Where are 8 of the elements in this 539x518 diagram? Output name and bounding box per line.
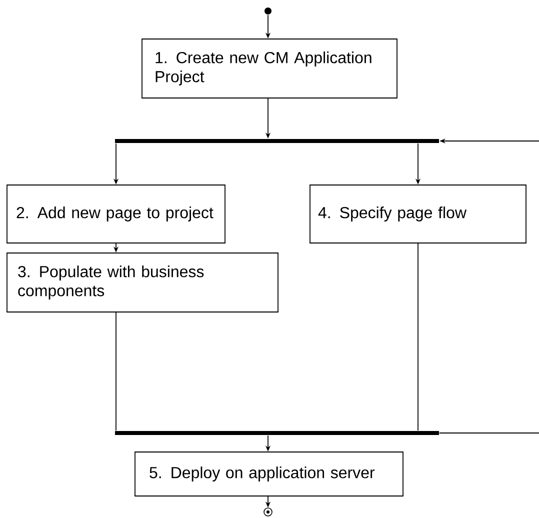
process-box: 4. Specify page flow bbox=[310, 184, 526, 244]
sync-bar bbox=[115, 431, 439, 435]
process-box: 3. Populate with business components bbox=[6, 252, 278, 312]
start-dot bbox=[264, 8, 272, 14]
end-symbol bbox=[264, 508, 272, 516]
process-box: 1. Create new CM Application Project bbox=[142, 38, 398, 98]
process-box: 5. Deploy on application server bbox=[134, 452, 404, 496]
process-box: 2. Add new page to project bbox=[6, 184, 226, 244]
